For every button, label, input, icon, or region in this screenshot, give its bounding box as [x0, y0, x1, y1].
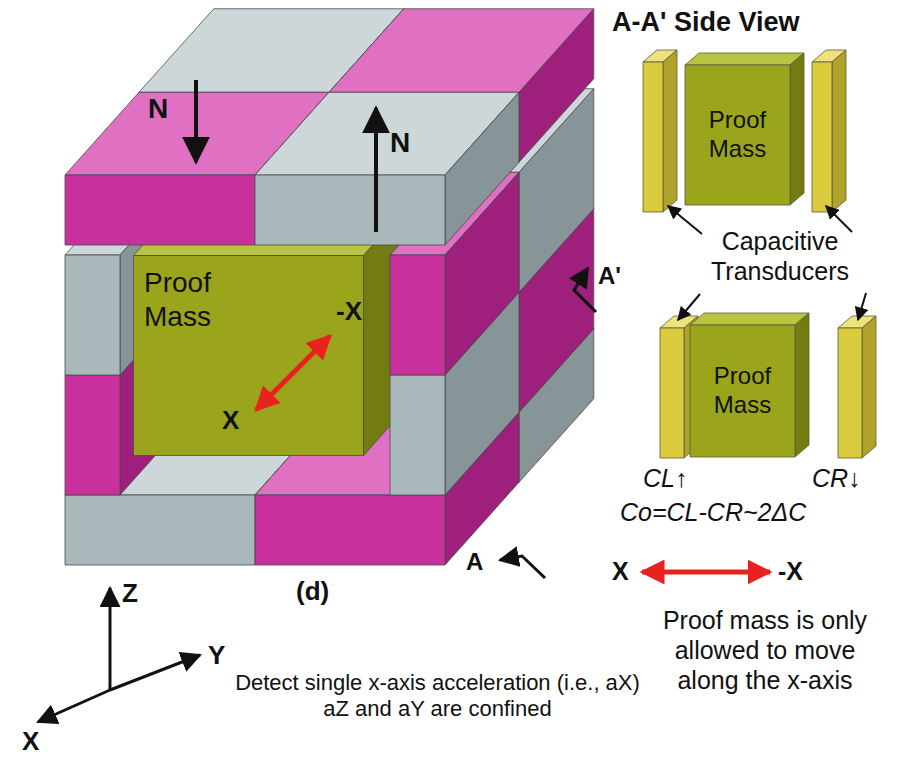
- callout: Capacitive Transducers: [660, 226, 900, 286]
- side-block: [685, 53, 804, 65]
- field-arrow: [374, 108, 378, 232]
- side-block: [663, 50, 677, 212]
- block-face: [255, 175, 445, 245]
- side-block: [690, 325, 795, 457]
- block-face: [65, 495, 255, 565]
- proof-mass: Proof Mass: [134, 256, 363, 455]
- axis-label: Y: [208, 640, 225, 671]
- motion-arrow: [256, 336, 330, 410]
- view-title: A-A' Side View: [612, 6, 799, 38]
- note: Detect single x-axis acceleration (i.e.,…: [230, 670, 645, 723]
- axis: [38, 690, 110, 722]
- side-block: [832, 50, 846, 212]
- section-label: A: [466, 548, 483, 577]
- pole-label: N: [390, 126, 410, 160]
- section-marker: [500, 556, 545, 578]
- proof-mass: Proof Mass: [690, 325, 795, 457]
- block-face: [390, 255, 445, 375]
- side-block: [643, 62, 663, 212]
- magnet-cube: [65, 9, 594, 565]
- equation: Co=CL-CR~2ΔC: [620, 497, 806, 527]
- leader-line: [668, 206, 702, 234]
- leader-line: [678, 294, 700, 320]
- side-block: [838, 328, 862, 458]
- side-block: [795, 313, 809, 457]
- axis-label: Z: [122, 578, 138, 609]
- block-face: [255, 495, 445, 565]
- side-block: [690, 313, 809, 325]
- axis: [109, 588, 112, 690]
- capacitance-label: CL↑: [643, 463, 687, 493]
- node-text: Proof Mass: [144, 266, 264, 333]
- block-face: [134, 256, 364, 456]
- axis-label: X: [222, 405, 239, 436]
- pole-label: N: [148, 92, 168, 126]
- axis-label: X: [22, 726, 39, 757]
- side-block: [790, 53, 804, 205]
- axis: [110, 655, 200, 690]
- motion-arrow: [642, 570, 770, 575]
- side-block: [812, 62, 832, 212]
- capacitance-label: CR↓: [812, 463, 861, 493]
- block-face: [65, 255, 120, 375]
- axis-label: -X: [336, 296, 362, 327]
- block-face: [519, 9, 594, 163]
- block-face: [445, 92, 519, 245]
- axis-label: -X: [778, 556, 803, 586]
- side-block: [862, 316, 876, 458]
- side-block: [685, 65, 790, 205]
- axis-label: X: [612, 556, 629, 586]
- field-arrow: [194, 80, 198, 162]
- note: Proof mass is only allowed to move along…: [645, 605, 885, 695]
- node-text: Proof Mass: [694, 362, 791, 420]
- block-face: [65, 375, 120, 495]
- figure-label: (d): [296, 576, 329, 607]
- section-label: A': [598, 262, 621, 291]
- block-face: [390, 375, 445, 495]
- side-block: [660, 328, 684, 458]
- block-face: [65, 175, 255, 245]
- section-marker: [574, 268, 596, 312]
- proof-mass: Proof Mass: [685, 65, 790, 205]
- leader-line: [858, 293, 866, 320]
- node-text: Proof Mass: [689, 106, 786, 164]
